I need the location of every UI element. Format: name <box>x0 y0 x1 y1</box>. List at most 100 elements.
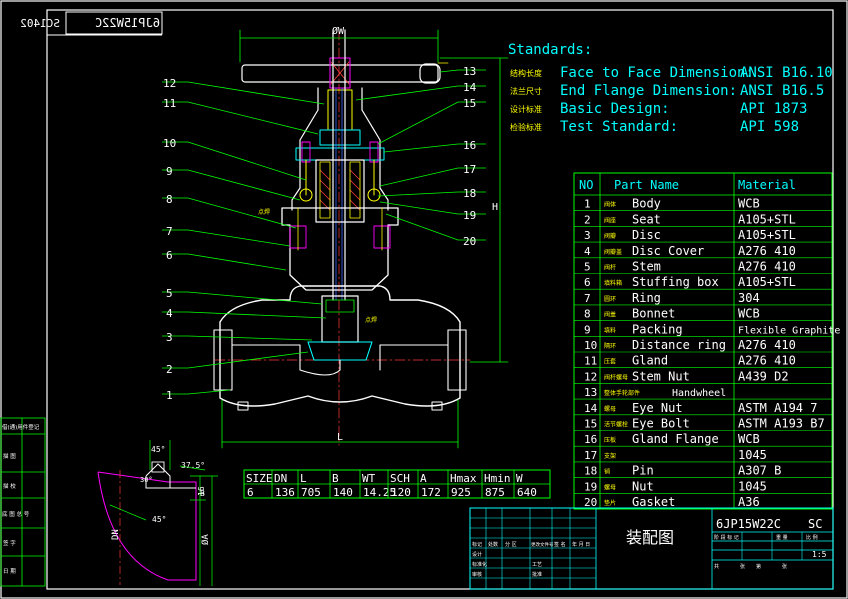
detail-angle-30: 30° <box>140 476 153 484</box>
dim-h-label: H <box>492 202 498 213</box>
part-cn-label: 螺母 <box>604 405 616 413</box>
sheet-label: 张 <box>782 563 787 570</box>
part-cn-label: 填料箱 <box>604 279 622 287</box>
part-name: Distance ring <box>632 338 726 352</box>
title-cell-label: 分 区 <box>505 541 517 548</box>
title-right-label: 比 例 <box>806 534 818 541</box>
part-name: Gland <box>632 354 668 368</box>
callout-20: 20 <box>463 235 476 248</box>
part-name: Stem Nut <box>632 369 690 383</box>
drawing-code: SC <box>808 517 822 531</box>
detail-angle-45: 45° <box>152 515 166 524</box>
standard-label: Face to Face Dimension: <box>560 65 754 81</box>
dim-table-value: 136 <box>275 486 295 499</box>
part-material: 1045 <box>738 479 767 493</box>
dimension-table-columns: SIZE6DN136L705B140WT14.25SCH120A172Hmax9… <box>246 470 537 499</box>
title-block: 标记 处数 分 区 更改文件号 签 名 年 月 日 设计 标准化 审核 工艺 批… <box>469 507 834 590</box>
dim-table-header: Hmax <box>450 472 477 485</box>
dim-table-header: W <box>516 472 523 485</box>
part-material: ASTM A193 B7 <box>738 417 825 431</box>
part-material: A276 410 <box>738 260 796 274</box>
title-right-label: 重 量 <box>776 534 788 541</box>
part-cn-label: 阀杆 <box>604 264 616 272</box>
part-material: ASTM A194 7 <box>738 401 817 415</box>
stem <box>332 29 346 301</box>
callout-1: 1 <box>166 389 173 402</box>
sheet-label: 张 <box>740 563 745 570</box>
callout-12: 12 <box>163 77 176 90</box>
standard-cn-label: 法兰尺寸 <box>510 86 542 96</box>
part-material: A307 B <box>738 464 781 478</box>
dim-w-label: ØW <box>332 25 345 37</box>
dim-table-header: Hmin <box>484 472 511 485</box>
dim-table-value: 640 <box>517 486 537 499</box>
part-material: A439 D2 <box>738 369 789 383</box>
part-number: 18 <box>584 465 597 478</box>
standard-label: End Flange Dimension: <box>560 83 737 99</box>
title-cell-label: 签 名 <box>554 541 566 548</box>
part-cn-label: 压套 <box>604 358 616 366</box>
part-number: 3 <box>584 229 591 242</box>
part-number: 11 <box>584 355 597 368</box>
standards-heading: Standards: <box>508 42 592 58</box>
part-number: 10 <box>584 339 597 352</box>
part-cn-label: 螺母 <box>604 483 616 491</box>
callout-9: 9 <box>166 165 173 178</box>
detail-dn: DN <box>111 529 121 540</box>
part-cn-label: 阀盖 <box>604 311 616 319</box>
dim-table-header: WT <box>362 472 376 485</box>
callout-7: 7 <box>166 225 173 238</box>
valve-body <box>213 285 467 411</box>
title-cell-label: 处数 <box>488 541 498 548</box>
detail-angle-top: 45° <box>151 445 165 454</box>
part-cn-label: 阀体 <box>604 201 616 209</box>
title-row-label: 批准 <box>532 571 542 578</box>
title-row-label: 标准化 <box>472 561 487 568</box>
left-strip-label: 底 图 总 号 <box>2 510 30 518</box>
part-material: Flexible Graphite <box>738 325 840 336</box>
part-name: Stem <box>632 260 661 274</box>
part-cn-label: 销 <box>604 468 610 476</box>
part-name: Eye Bolt <box>632 417 690 431</box>
part-number: 4 <box>584 245 591 258</box>
callout-11: 11 <box>163 97 176 110</box>
left-strip-label: 描 图 <box>3 452 16 460</box>
standard-value: ANSI B16.10 <box>740 65 833 81</box>
standard-value: API 1873 <box>740 101 807 117</box>
weld-note-2: 点焊 <box>365 316 377 324</box>
standard-label: Basic Design: <box>560 101 670 117</box>
part-name: Packing <box>632 322 683 336</box>
callout-4: 4 <box>166 307 173 320</box>
part-name: Handwheel <box>672 388 726 399</box>
part-number: 17 <box>584 449 597 462</box>
mirror-corner-box: 6JP15W22C SC1402 <box>20 11 163 36</box>
callout-5: 5 <box>166 287 173 300</box>
callout-19: 19 <box>463 209 476 222</box>
standard-cn-label: 检验标准 <box>510 122 542 132</box>
part-material: A276 410 <box>738 338 796 352</box>
part-material: A105+STL <box>738 275 796 289</box>
part-material: WCB <box>738 307 760 321</box>
detail-a: ØA <box>200 534 211 545</box>
dim-table-value: 172 <box>421 486 441 499</box>
part-name: Ring <box>632 291 661 305</box>
callout-3: 3 <box>166 331 173 344</box>
part-number: 6 <box>584 276 591 289</box>
gland-flange <box>295 141 385 202</box>
part-name: Disc <box>632 228 661 242</box>
weld-detail: 45° 37.5° 30° 45° 16 B DN ØA <box>97 440 218 586</box>
title-cell-label: 标记 <box>472 541 482 548</box>
callout-16: 16 <box>463 139 476 152</box>
dim-table-header: A <box>420 472 427 485</box>
callout-14: 14 <box>463 81 477 94</box>
callout-8: 8 <box>166 193 173 206</box>
sheet-label: 第 <box>756 563 761 570</box>
callout-leaders <box>162 69 486 395</box>
yoke <box>291 87 389 211</box>
part-name: Disc Cover <box>632 244 704 258</box>
part-material: WCB <box>738 432 760 446</box>
dimension-h: H <box>439 57 509 363</box>
